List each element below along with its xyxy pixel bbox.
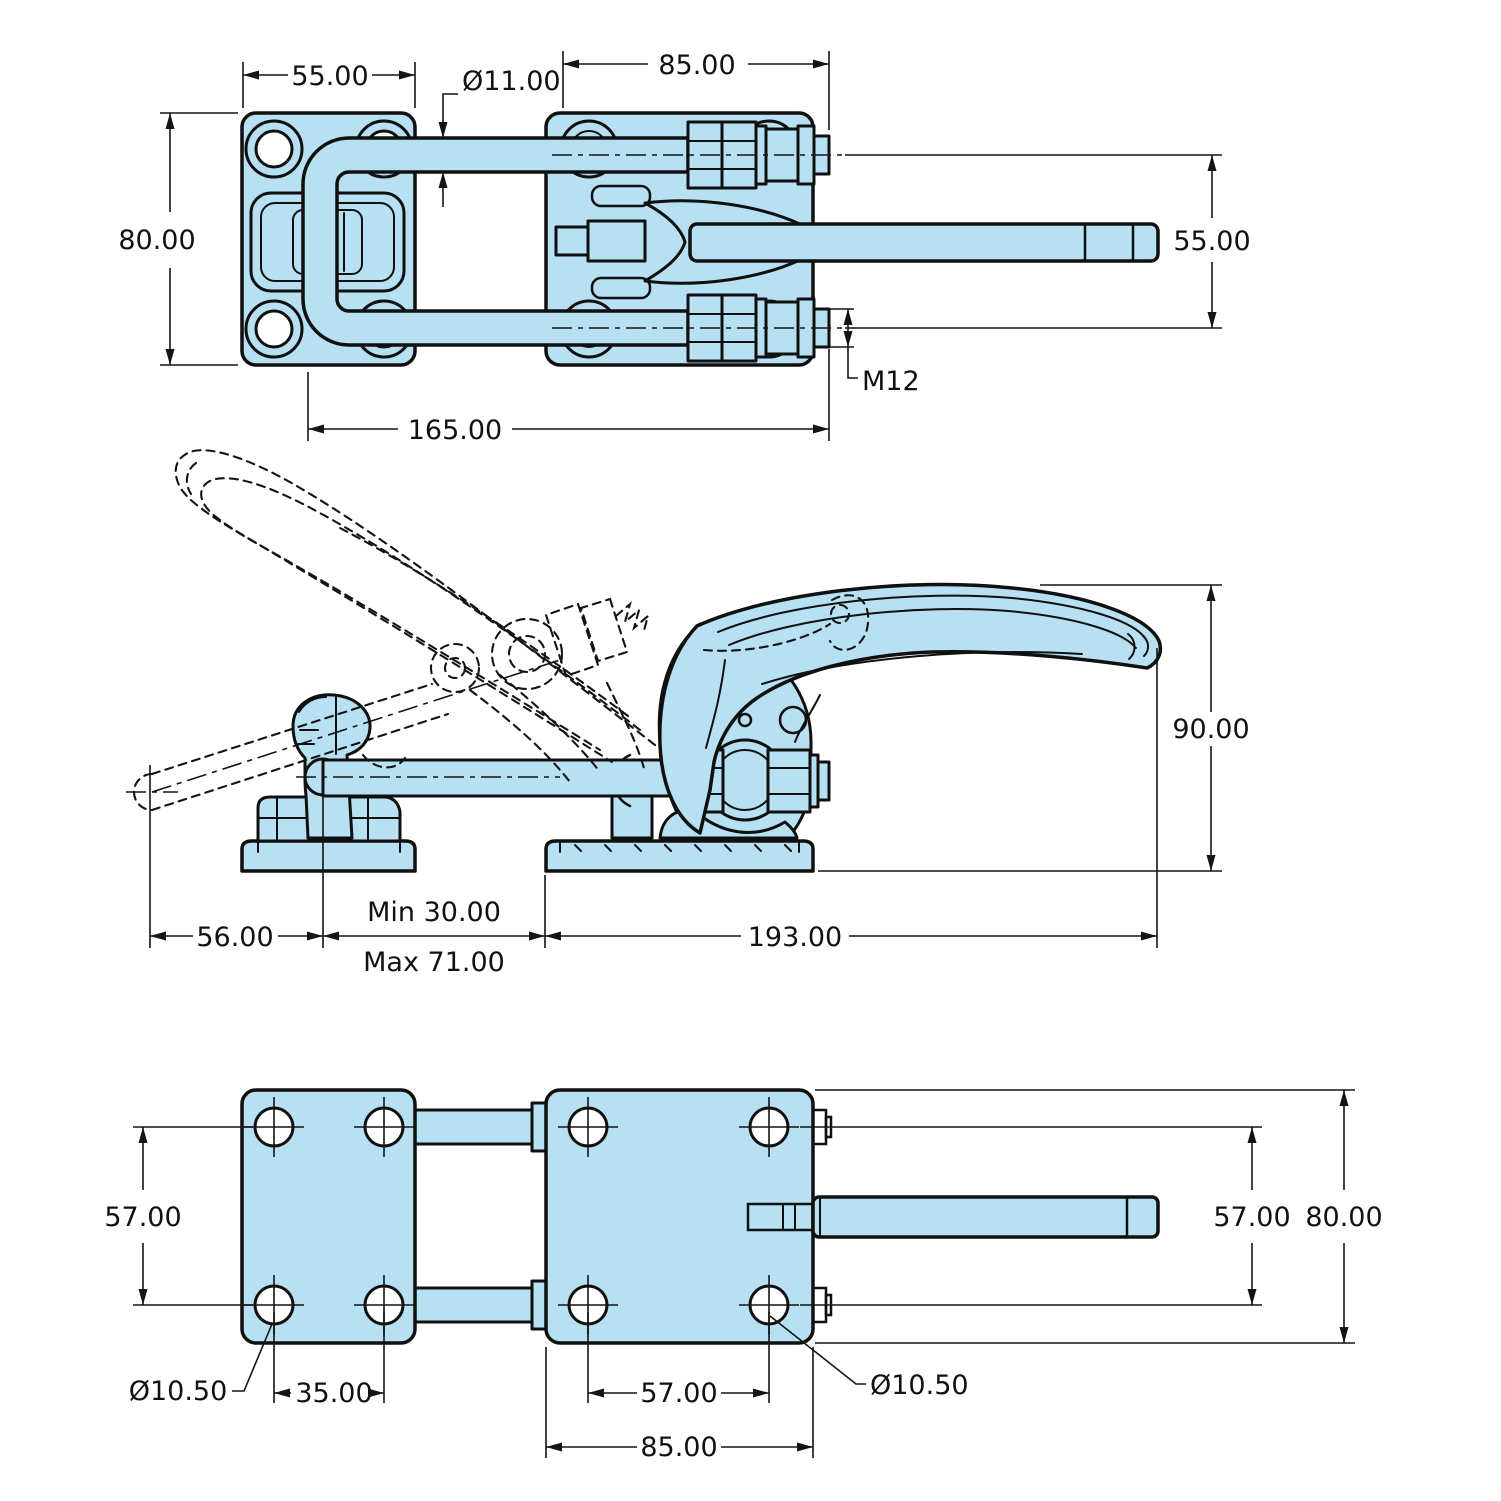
dim-top-overall-length: 165.00 <box>408 415 502 446</box>
dim-top-plate-height: 80.00 <box>118 225 195 256</box>
dim-top-plate-width: 55.00 <box>291 61 368 92</box>
dim-side-length: 193.00 <box>748 922 842 953</box>
handle-side-view <box>658 582 1163 835</box>
latch-rod <box>296 757 702 798</box>
dim-bottom-left-hole-dia: Ø10.50 <box>129 1376 228 1407</box>
adjusting-bolt-bottom <box>552 293 845 363</box>
dim-bottom-left-hole-v: 57.00 <box>104 1202 181 1233</box>
dim-top-thread: M12 <box>862 366 920 397</box>
dim-top-right-plate-width: 85.00 <box>658 50 735 81</box>
handle-bottom-view <box>811 1195 1160 1239</box>
dim-bottom-right-plate-w: 85.00 <box>640 1432 717 1463</box>
top-view: 55.00 Ø11.00 85.00 80.00 55.00 M12 165 <box>118 50 1250 446</box>
side-view: 56.00 Min 30.00 Max 71.00 193.00 90.00 <box>126 449 1250 978</box>
dim-side-base-offset: 56.00 <box>196 922 273 953</box>
hole <box>558 1097 799 1335</box>
latch-u-bolt <box>301 136 690 347</box>
dim-bottom-right-plate-h: 80.00 <box>1305 1202 1382 1233</box>
dim-bottom-left-hole-h: 35.00 <box>295 1378 372 1409</box>
left-plate-bottom <box>240 1088 417 1345</box>
right-plate-bottom <box>544 1088 833 1345</box>
dim-side-max-stroke: Max 71.00 <box>363 947 505 978</box>
phantom-open-position <box>126 449 870 812</box>
dim-top-bolt-spacing: 55.00 <box>1173 226 1250 257</box>
bottom-view: 57.00 Ø10.50 35.00 57.00 85.00 Ø10.50 57… <box>104 1088 1383 1463</box>
dimensions-side: 56.00 Min 30.00 Max 71.00 193.00 90.00 <box>149 584 1250 978</box>
pivot-spindle-nut <box>688 738 831 822</box>
adjusting-bolt-top <box>552 120 845 190</box>
dimensions-top: 55.00 Ø11.00 85.00 80.00 55.00 M12 165 <box>118 50 1250 446</box>
dim-side-min-stroke: Min 30.00 <box>367 897 501 928</box>
dim-top-rod-diameter: Ø11.00 <box>462 66 561 97</box>
dim-side-height: 90.00 <box>1172 714 1249 745</box>
handle-top-view <box>688 222 1160 263</box>
dimensions-bottom: 57.00 Ø10.50 35.00 57.00 85.00 Ø10.50 57… <box>104 1089 1383 1463</box>
connecting-bars <box>413 1101 548 1331</box>
dim-bottom-right-hole-v: 57.00 <box>1213 1202 1290 1233</box>
dim-bottom-right-hole-dia: Ø10.50 <box>870 1370 969 1401</box>
right-base-plate <box>544 839 815 873</box>
dim-bottom-right-hole-h: 57.00 <box>640 1378 717 1409</box>
